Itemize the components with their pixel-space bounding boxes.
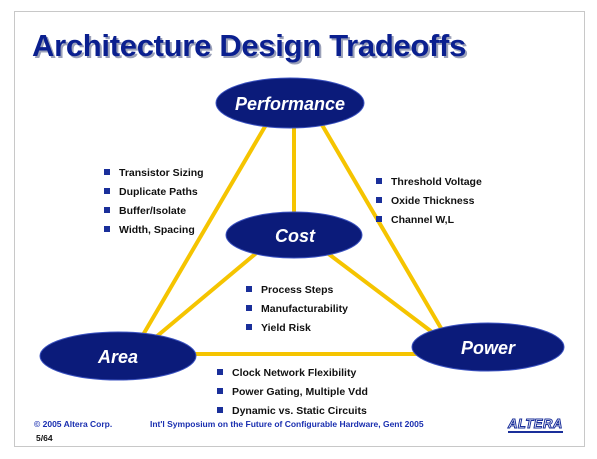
footer-event: Int'l Symposium on the Future of Configu…	[150, 419, 424, 429]
list-item: Yield Risk	[246, 321, 348, 340]
connector-cost-area	[148, 248, 262, 344]
square-bullet-icon	[104, 226, 110, 232]
connector-performance-power	[316, 116, 447, 337]
connector-cost-power	[324, 250, 434, 334]
list-item: Clock Network Flexibility	[217, 366, 368, 385]
square-bullet-icon	[246, 286, 252, 292]
square-bullet-icon	[376, 178, 382, 184]
altera-logo: ALTERA	[508, 416, 563, 433]
square-bullet-icon	[376, 197, 382, 203]
connector-performance-area	[138, 116, 272, 342]
square-bullet-icon	[217, 388, 223, 394]
square-bullet-icon	[104, 169, 110, 175]
list-item: Threshold Voltage	[376, 175, 482, 194]
node-area-label: Area	[97, 347, 138, 367]
node-power: Power	[411, 322, 565, 372]
list-performance-area: Transistor Sizing Duplicate Paths Buffer…	[104, 166, 204, 242]
node-area: Area	[39, 331, 197, 381]
square-bullet-icon	[376, 216, 382, 222]
node-performance: Performance	[215, 77, 365, 129]
square-bullet-icon	[217, 407, 223, 413]
node-cost: Cost	[225, 211, 363, 259]
slide-title: Architecture Design Tradeoffs	[32, 28, 467, 63]
list-item: Dynamic vs. Static Circuits	[217, 404, 368, 423]
list-item: Buffer/Isolate	[104, 204, 204, 223]
page-number: 5/64	[36, 433, 53, 443]
list-item: Manufacturability	[246, 302, 348, 321]
node-performance-label: Performance	[235, 94, 345, 114]
list-area-power: Clock Network Flexibility Power Gating, …	[217, 366, 368, 423]
list-item: Channel W,L	[376, 213, 482, 232]
list-item: Width, Spacing	[104, 223, 204, 242]
list-item: Oxide Thickness	[376, 194, 482, 213]
footer-copyright: © 2005 Altera Corp.	[34, 419, 113, 429]
list-item: Duplicate Paths	[104, 185, 204, 204]
list-item: Process Steps	[246, 283, 348, 302]
connectors	[138, 116, 447, 356]
list-performance-power: Threshold Voltage Oxide Thickness Channe…	[376, 175, 482, 232]
list-item: Power Gating, Multiple Vdd	[217, 385, 368, 404]
list-item: Transistor Sizing	[104, 166, 204, 185]
node-power-label: Power	[461, 338, 516, 358]
square-bullet-icon	[246, 324, 252, 330]
square-bullet-icon	[246, 305, 252, 311]
node-cost-label: Cost	[275, 226, 316, 246]
slide-frame	[14, 11, 585, 447]
square-bullet-icon	[217, 369, 223, 375]
square-bullet-icon	[104, 207, 110, 213]
square-bullet-icon	[104, 188, 110, 194]
list-cost: Process Steps Manufacturability Yield Ri…	[246, 283, 348, 340]
